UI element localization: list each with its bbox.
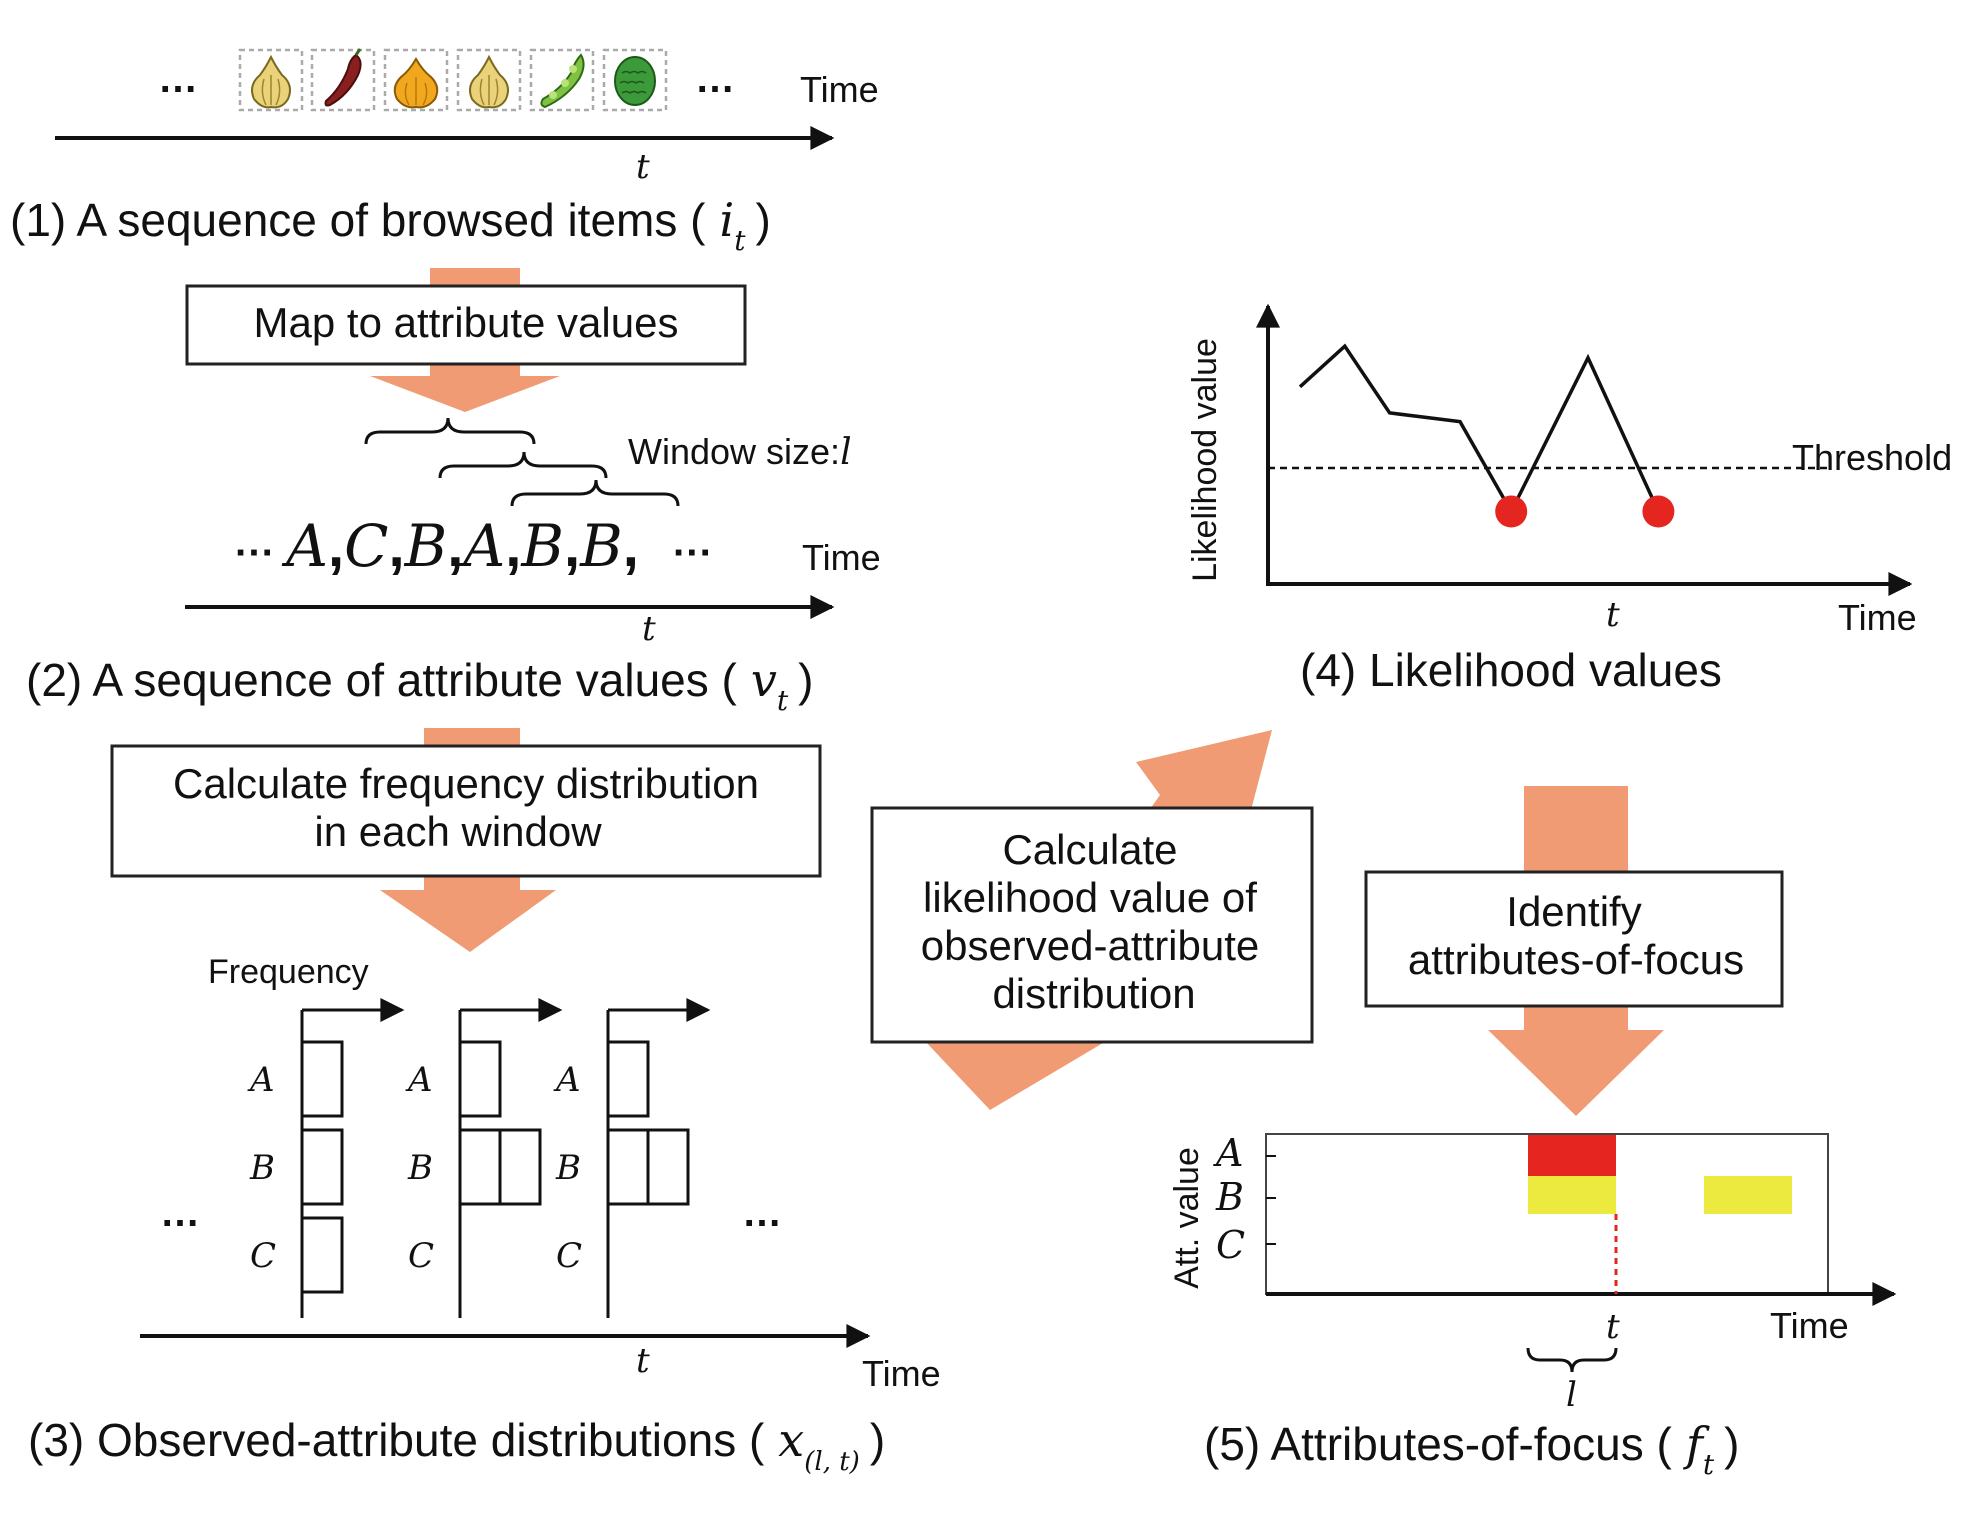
window-brace-2 xyxy=(438,451,608,479)
t-label: t xyxy=(636,147,650,187)
panel-attribute-values: Window size:l ··· A,C,B,A,B,B, ··· Time … xyxy=(26,417,881,717)
y-axis-label: Att. value xyxy=(1168,1147,1206,1289)
attribute-sequence: ··· A,C,B,A,B,B, ··· xyxy=(235,512,713,580)
step-label-line2: likelihood value of xyxy=(923,874,1257,921)
bitter-gourd-icon xyxy=(602,48,668,112)
histogram-category-label: C xyxy=(556,1236,582,1276)
histogram-bar-b xyxy=(498,1128,542,1206)
category-c: C xyxy=(1216,1223,1245,1267)
step-identify: Identify attributes-of-focus xyxy=(1364,786,1784,1116)
x-axis-label: Time xyxy=(1770,1305,1849,1346)
panel5-caption: (5) Attributes-of-focus (ft) xyxy=(1204,1417,1739,1481)
threshold-label: Threshold xyxy=(1792,437,1952,478)
histogram-category-label: B xyxy=(555,1148,581,1188)
step-box xyxy=(870,806,1314,1044)
panel-browsed-items: … xyxy=(10,48,879,257)
histogram-category-label: C xyxy=(250,1236,276,1276)
panel-observed-distributions: Frequency A B C A B C A B C … … t Time (3) Obser… xyxy=(28,953,941,1477)
category-b: B xyxy=(1215,1175,1244,1219)
step-box xyxy=(185,284,747,366)
onion-icon xyxy=(383,48,449,112)
focus-b-bar xyxy=(1704,1176,1792,1214)
below-threshold-marker xyxy=(1642,495,1675,528)
likelihood-plot xyxy=(1268,343,1828,528)
histogram-category-label: B xyxy=(249,1148,275,1188)
t-label: t xyxy=(1606,1307,1620,1347)
axis-label-time: Time xyxy=(802,537,881,578)
window-brace xyxy=(1526,1347,1618,1373)
panel4-caption: (4) Likelihood values xyxy=(1300,644,1722,696)
ellipsis-right: … xyxy=(695,57,735,101)
x-axis-label: Time xyxy=(1838,597,1917,638)
step-label-line2: attributes-of-focus xyxy=(1408,936,1744,983)
panel-likelihood-values: Likelihood value Threshold t Time (4) Li… xyxy=(1186,303,1952,696)
step-label-line4: distribution xyxy=(992,970,1195,1017)
histogram-bar-b xyxy=(300,1128,344,1206)
step-label-line2: in each window xyxy=(314,808,602,855)
panel-attributes-of-focus: Att. value A B C t Time l (5) Attributes… xyxy=(1168,1131,1897,1481)
histogram-bar-c xyxy=(300,1216,344,1294)
histogram-bar-a xyxy=(300,1040,344,1118)
ellipsis-left: … xyxy=(158,57,198,101)
axis-label-time: Time xyxy=(800,69,879,110)
step-likelihood: Calculate likelihood value of observed-a… xyxy=(870,730,1314,1110)
histogram-category-label: B xyxy=(407,1148,433,1188)
category-a: A xyxy=(1213,1131,1243,1175)
histogram-bar-a xyxy=(458,1040,502,1118)
chili-pepper-icon xyxy=(310,48,376,112)
step-label-line3: observed-attribute xyxy=(921,922,1260,969)
histogram-category-label: A xyxy=(247,1060,275,1100)
step-box xyxy=(110,744,822,878)
histogram-bar-b xyxy=(458,1128,502,1206)
focus-a-bar xyxy=(1528,1134,1616,1176)
window-brace-3 xyxy=(510,479,680,507)
ellipsis-right: … xyxy=(742,1191,782,1235)
step-label-line1: Calculate frequency distribution xyxy=(173,760,759,807)
histogram-category-label: A xyxy=(405,1060,433,1100)
histogram-bar-b xyxy=(646,1128,690,1206)
window-brace-1 xyxy=(364,417,536,445)
garlic-icon xyxy=(456,48,522,112)
garlic-icon xyxy=(238,48,304,112)
t-label: t xyxy=(1606,595,1620,635)
below-threshold-marker xyxy=(1495,495,1528,528)
item-icons xyxy=(238,48,668,112)
focus-b-bar xyxy=(1528,1176,1616,1214)
axis-label-time: Time xyxy=(862,1353,941,1394)
likelihood-line xyxy=(1298,343,1660,516)
pea-pod-icon xyxy=(529,48,595,112)
histogram-category-label: A xyxy=(553,1060,581,1100)
step-frequency-distribution: Calculate frequency distribution in each… xyxy=(110,728,822,952)
panel3-caption: (3) Observed-attribute distributions (x(… xyxy=(28,1413,885,1477)
window-size-label: Window size:l xyxy=(628,431,852,473)
histogram-bar-a xyxy=(606,1040,650,1118)
histogram-bar-b xyxy=(606,1128,650,1206)
histograms: A B C A B C A B C xyxy=(247,998,711,1318)
panel1-caption: (1) A sequence of browsed items (it) xyxy=(10,193,771,257)
step-map-to-attributes: Map to attribute values xyxy=(185,268,747,412)
y-axis-label: Likelihood value xyxy=(1186,338,1224,582)
panel2-caption: (2) A sequence of attribute values (vt) xyxy=(26,653,813,717)
t-label: t xyxy=(636,1341,650,1381)
ellipsis-left: … xyxy=(160,1191,200,1235)
step-label-line1: Calculate xyxy=(1002,826,1177,873)
step-label-line1: Identify xyxy=(1506,888,1641,935)
histogram-category-label: C xyxy=(408,1236,434,1276)
frequency-label: Frequency xyxy=(208,953,369,991)
l-label: l xyxy=(1566,1375,1577,1415)
step-label: Map to attribute values xyxy=(254,299,679,346)
t-label: t xyxy=(642,609,656,649)
step-box xyxy=(1364,870,1784,1008)
